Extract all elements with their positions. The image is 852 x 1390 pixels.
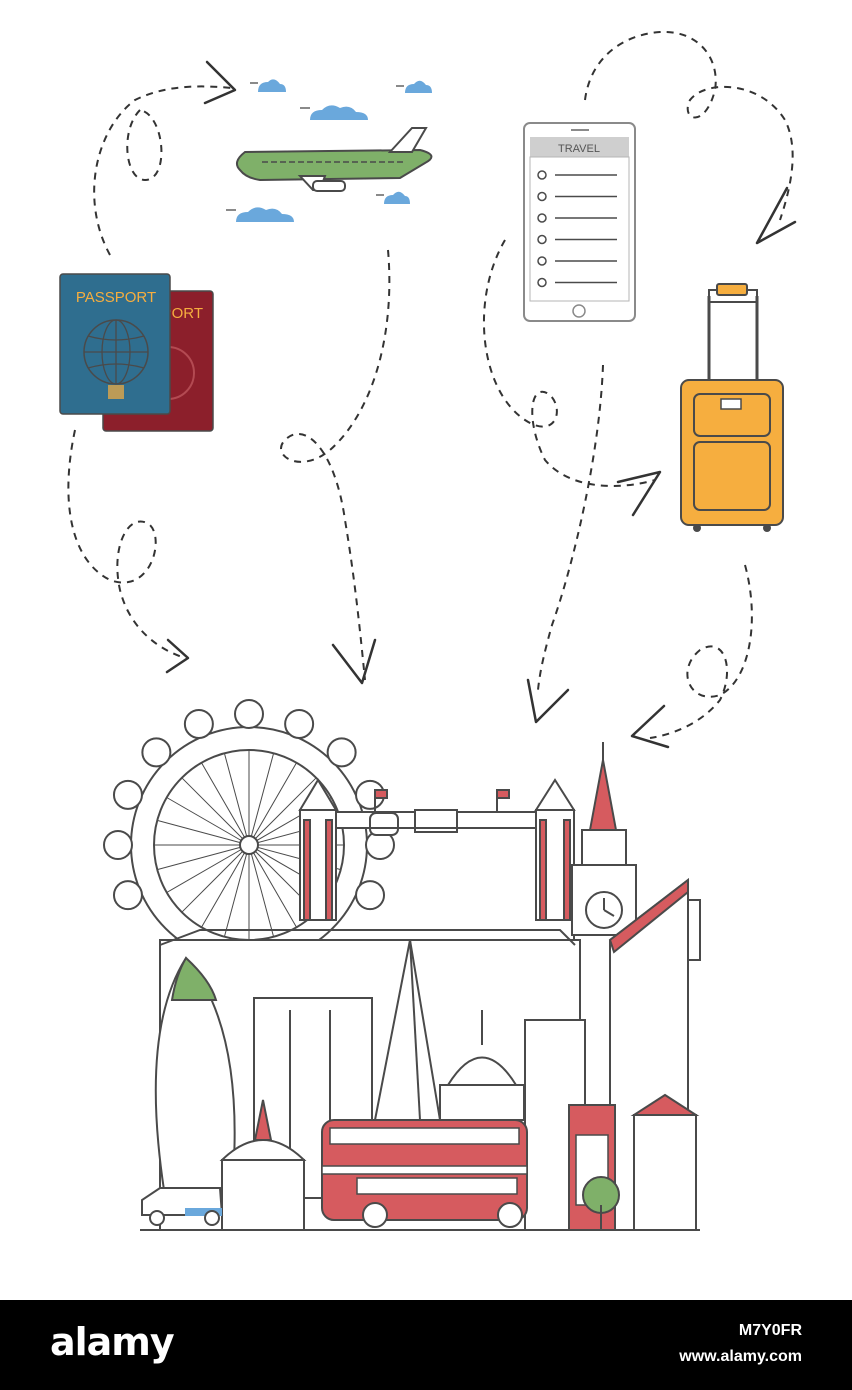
image-id: M7Y0FR — [738, 1322, 802, 1339]
eye-pod — [141, 737, 172, 768]
eye-spoke — [248, 844, 275, 937]
eye-pod — [112, 779, 143, 810]
eye-pod — [355, 880, 386, 911]
dashed-paths — [67, 30, 794, 739]
london-eye-icon — [103, 699, 395, 964]
eye-spoke — [223, 844, 250, 937]
passport-back-label: PORT — [162, 305, 203, 322]
cloud-icon — [226, 207, 294, 222]
tree-icon — [582, 1176, 620, 1230]
checklist-bullet — [537, 277, 547, 288]
eye-pod — [284, 708, 315, 739]
passport-icon: PORT PASSPORT — [59, 273, 214, 432]
eye-pod — [183, 708, 214, 739]
eye-spoke — [166, 844, 250, 893]
phone-icon: TRAVEL — [523, 122, 636, 322]
checklist-bullet — [537, 234, 547, 245]
cloud-icon — [250, 79, 286, 92]
globe-icon — [83, 319, 149, 385]
suitcase-icon — [680, 283, 784, 532]
footer-bar: alamy M7Y0FR www.alamy.com — [0, 1300, 852, 1390]
car-icon — [141, 1187, 224, 1226]
eye-pod — [234, 699, 264, 729]
apartment-building-icon — [630, 1093, 700, 1231]
checklist-bullet — [537, 213, 547, 223]
eye-spoke — [157, 819, 250, 846]
checklist — [537, 170, 617, 288]
eye-spoke — [201, 844, 250, 928]
checklist-bullet — [537, 191, 547, 202]
cloud-icon — [300, 105, 368, 120]
tower-bridge-icon — [298, 778, 576, 921]
alamy-logo: alamy — [50, 1320, 175, 1364]
eye-spoke — [248, 777, 317, 846]
eye-spoke — [223, 753, 250, 846]
travel-illustration: PORT PASSPORT TRAVEL — [59, 30, 797, 1231]
footer-url: www.alamy.com — [679, 1348, 802, 1365]
eye-spoke — [166, 797, 250, 846]
checklist-bullet — [537, 256, 547, 266]
eye-spoke — [201, 762, 250, 846]
eye-pod — [326, 737, 357, 768]
eye-pod — [112, 880, 143, 911]
eye-spoke — [248, 762, 297, 846]
double-decker-bus-icon — [321, 1119, 528, 1228]
phone-header: TRAVEL — [558, 143, 600, 155]
st-pauls-icon — [439, 1010, 525, 1121]
eye-spoke — [181, 777, 250, 846]
passport-front-label: PASSPORT — [76, 289, 156, 306]
arrow-heads — [165, 60, 797, 749]
eye-spoke — [157, 844, 250, 871]
eye-spoke — [248, 844, 297, 928]
london-skyline — [103, 699, 701, 1231]
airplane-icon — [235, 127, 433, 192]
domed-building-icon — [219, 1099, 307, 1231]
cloud-icon — [396, 80, 432, 93]
cloud-icon — [376, 191, 410, 204]
cloud-icons — [226, 79, 432, 222]
eye-spoke — [248, 753, 275, 846]
eye-pod — [103, 830, 133, 860]
checklist-bullet — [537, 170, 547, 180]
eye-spoke — [181, 844, 250, 913]
